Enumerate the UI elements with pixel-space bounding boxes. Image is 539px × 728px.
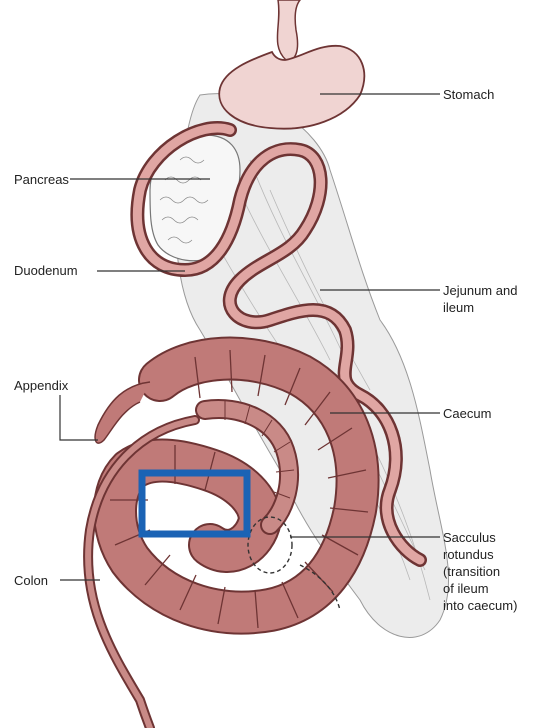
label-sacculus-line-4: of ileum bbox=[443, 580, 517, 597]
label-sacculus-rotundus: Sacculus rotundus (transition of ileum i… bbox=[443, 529, 517, 614]
label-pancreas: Pancreas bbox=[14, 171, 69, 188]
label-jejunum-ileum: Jejunum and ileum bbox=[443, 282, 517, 316]
label-sacculus-line-5: into caecum) bbox=[443, 597, 517, 614]
stomach bbox=[219, 46, 364, 129]
label-appendix: Appendix bbox=[14, 377, 68, 394]
label-jejunum-line-1: Jejunum and bbox=[443, 282, 517, 299]
label-sacculus-line-1: Sacculus bbox=[443, 529, 517, 546]
label-colon: Colon bbox=[14, 572, 48, 589]
label-stomach: Stomach bbox=[443, 86, 494, 103]
label-jejunum-line-2: ileum bbox=[443, 299, 517, 316]
esophagus bbox=[277, 0, 300, 60]
appendix bbox=[95, 382, 150, 443]
label-sacculus-line-3: (transition bbox=[443, 563, 517, 580]
label-caecum: Caecum bbox=[443, 405, 491, 422]
label-sacculus-line-2: rotundus bbox=[443, 546, 517, 563]
label-duodenum: Duodenum bbox=[14, 262, 78, 279]
